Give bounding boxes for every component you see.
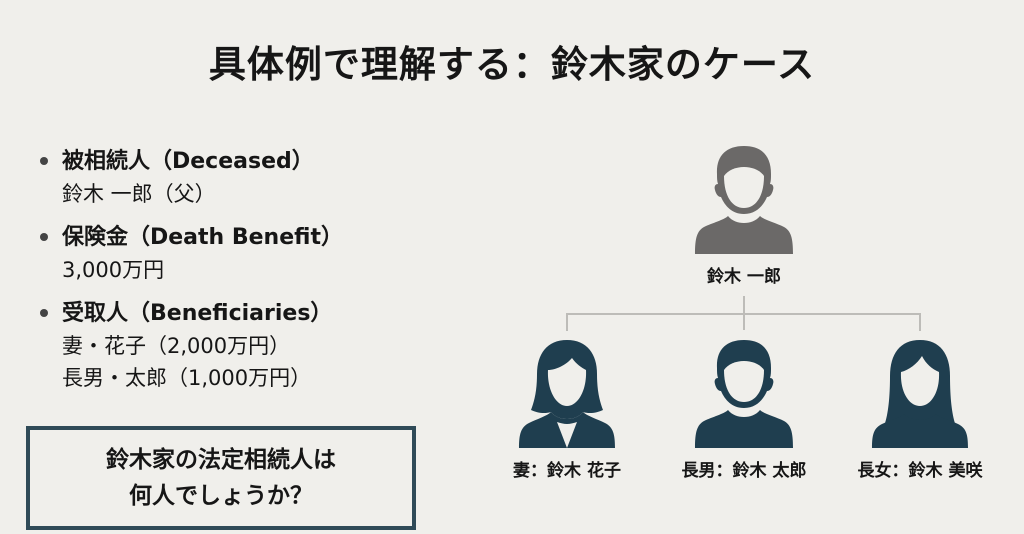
tree-connector-bar [566,313,921,315]
case-facts-list: 被相続人（Deceased） 鈴木 一郎（父） 保険金（Death Benefi… [40,146,343,406]
question-box: 鈴木家の法定相続人は 何人でしょうか？ [26,426,416,530]
fact-beneficiaries: 受取人（Beneficiaries） 妻・花子（2,000万円） 長男・太郎（1… [40,298,343,394]
slide-title: 具体例で理解する：鈴木家のケース [208,43,816,86]
fact-heading: 被相続人（Deceased） [62,149,314,174]
person-label: 鈴木 一郎 [707,267,781,287]
fact-heading: 受取人（Beneficiaries） [62,301,333,326]
fact-value: 鈴木 一郎（父） [62,182,216,206]
person-wife: 妻：鈴木 花子 [467,340,667,481]
fact-value: 長男・太郎（1,000万円） [62,366,312,390]
fact-heading: 保険金（Death Benefit） [62,225,343,250]
bullet-icon [40,157,48,165]
tree-connector-left [566,313,568,331]
person-label: 長女：鈴木 美咲 [857,461,983,481]
bullet-icon [40,233,48,241]
female-person-icon [519,340,615,448]
person-label: 妻：鈴木 花子 [513,461,621,481]
person-root: 鈴木 一郎 [644,146,844,287]
male-person-icon [695,146,793,254]
person-label: 長男：鈴木 太郎 [681,461,807,481]
person-son: 長男：鈴木 太郎 [644,340,844,481]
tree-connector-right [919,313,921,331]
male-person-icon [695,340,793,448]
fact-value: 3,000万円 [62,258,165,282]
fact-death-benefit: 保険金（Death Benefit） 3,000万円 [40,222,343,286]
female-person-icon [872,340,968,448]
fact-value: 妻・花子（2,000万円） [62,334,291,358]
question-line-2: 何人でしょうか？ [129,483,313,509]
fact-deceased: 被相続人（Deceased） 鈴木 一郎（父） [40,146,343,210]
person-daughter: 長女：鈴木 美咲 [820,340,1020,481]
question-line-1: 鈴木家の法定相続人は [106,447,336,473]
bullet-icon [40,309,48,317]
